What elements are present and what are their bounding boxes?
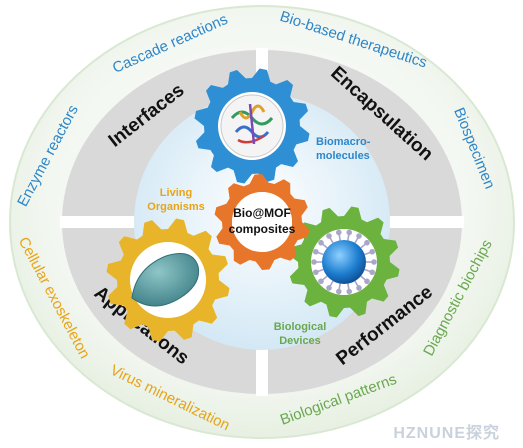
watermark: HZNUNE探究 <box>393 423 500 442</box>
caption-living-line1: Living <box>160 187 192 199</box>
spike-tip <box>318 239 324 246</box>
caption-biomacromolecules-line1: Biomacro- <box>316 136 371 148</box>
caption-biomacromolecules-line2: molecules <box>316 150 370 162</box>
spike-tip <box>335 229 342 236</box>
center-label-line2: composites <box>229 222 296 236</box>
spike-tip <box>346 229 353 236</box>
spike-tip <box>311 259 317 265</box>
mineral-stone-icon <box>131 253 200 307</box>
spike-tip <box>369 248 375 255</box>
spike-tip <box>318 278 324 285</box>
spike-tip <box>364 239 370 246</box>
spike-tip <box>326 233 332 239</box>
nanoparticle-sphere-icon <box>311 229 377 295</box>
caption-living-line2: Organisms <box>147 201 204 213</box>
protein-molecule-icon <box>220 94 284 158</box>
spike-tip <box>369 269 375 276</box>
spike-tip <box>313 269 319 276</box>
spike-tip <box>346 288 353 295</box>
spike-tip <box>356 285 362 291</box>
spike-tip <box>364 278 370 285</box>
spike-tip <box>326 285 332 291</box>
center-label-line1: Bio@MOF <box>233 206 291 220</box>
spike-tip <box>356 233 362 239</box>
caption-biological-line2: Devices <box>279 335 321 347</box>
caption-biological-line1: Biological <box>274 321 327 333</box>
spike-tip <box>313 248 319 255</box>
spike-tip <box>335 288 342 295</box>
spike-tip <box>371 259 377 265</box>
center-disc <box>232 192 292 252</box>
